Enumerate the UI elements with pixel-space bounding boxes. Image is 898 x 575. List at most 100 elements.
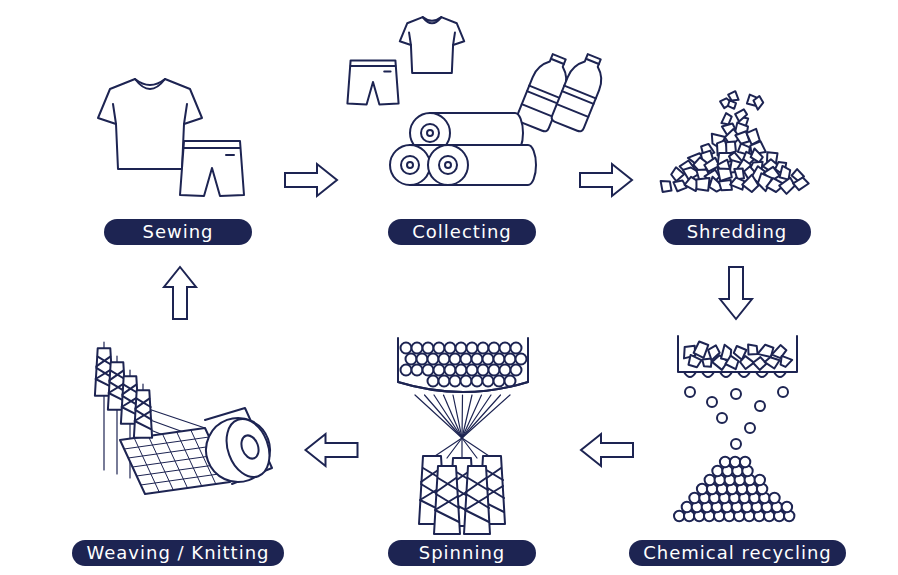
flake — [793, 178, 809, 191]
pellet — [401, 365, 412, 376]
filament — [461, 438, 462, 458]
sphere — [782, 502, 792, 512]
collecting-illustration — [347, 17, 610, 185]
pellet — [511, 343, 522, 354]
pellet — [406, 354, 417, 365]
flow-arrow — [720, 267, 752, 319]
flake — [765, 357, 780, 368]
pellet — [494, 354, 505, 365]
pellet — [467, 365, 478, 376]
flake — [780, 166, 791, 180]
flake — [779, 178, 795, 194]
process-step: Weaving / Knitting — [65, 332, 285, 568]
flake — [661, 181, 672, 192]
pellet — [412, 365, 423, 376]
pellet — [461, 354, 472, 365]
chemical-recycling-illustration — [674, 336, 797, 521]
sewing-illustration — [98, 79, 244, 196]
process-step: Shredding — [636, 106, 836, 254]
step-label: Weaving / Knitting — [72, 540, 284, 566]
flake — [781, 356, 793, 367]
pellet — [489, 365, 500, 376]
flake — [694, 342, 709, 358]
flow-arrow — [580, 164, 632, 196]
pellet — [450, 376, 461, 387]
sphere — [682, 502, 692, 512]
pellet — [456, 343, 467, 354]
flake — [702, 359, 712, 367]
pellet — [483, 354, 494, 365]
fabric-line — [141, 473, 226, 485]
pellet — [478, 343, 489, 354]
sphere — [705, 475, 715, 485]
pellet — [401, 343, 412, 354]
flake — [721, 113, 731, 124]
filament — [434, 395, 462, 438]
pellet — [461, 376, 472, 387]
sphere — [755, 475, 765, 485]
flake — [742, 175, 758, 192]
flake — [751, 149, 763, 163]
sphere — [689, 493, 699, 503]
flake — [696, 178, 709, 191]
pellet — [428, 354, 439, 365]
pellet — [439, 354, 450, 365]
flow-arrow — [581, 434, 633, 466]
step-label: Collecting — [388, 219, 536, 245]
flake — [718, 169, 732, 181]
sphere — [730, 457, 740, 467]
process-step: Sewing — [80, 106, 280, 254]
flow-arrow — [285, 164, 337, 196]
filament — [415, 395, 462, 438]
step-label: Sewing — [104, 219, 252, 245]
filament — [462, 395, 482, 438]
filament — [453, 395, 462, 438]
flake — [728, 100, 736, 109]
pellet — [445, 365, 456, 376]
sphere — [697, 484, 707, 494]
step-label: Spinning — [388, 540, 536, 566]
flake — [748, 345, 758, 355]
sphere — [769, 493, 779, 503]
pellet — [423, 343, 434, 354]
process-step: Spinning — [378, 332, 578, 568]
filament — [462, 395, 501, 438]
pellet — [505, 354, 516, 365]
flake — [740, 356, 754, 369]
pellet — [472, 354, 483, 365]
filament — [462, 395, 510, 438]
sphere — [674, 511, 684, 521]
pellet — [423, 365, 434, 376]
sphere — [712, 466, 722, 476]
process-step: Chemical recycling — [636, 332, 840, 568]
pellet — [511, 365, 522, 376]
pellet — [456, 365, 467, 376]
pellet — [412, 343, 423, 354]
pellet — [505, 376, 516, 387]
filament — [447, 438, 462, 458]
flow-arrow — [306, 434, 358, 466]
shredding-illustration — [661, 91, 809, 194]
flow-arrow — [164, 267, 196, 319]
bobbin — [134, 390, 152, 438]
pellet — [489, 343, 500, 354]
spinning-illustration — [398, 338, 528, 534]
flake — [754, 96, 764, 110]
sphere — [740, 457, 750, 467]
weaving-illustration — [95, 342, 279, 494]
sphere — [720, 457, 730, 467]
flake — [725, 356, 738, 370]
filament — [425, 395, 463, 438]
pellet — [467, 343, 478, 354]
filament — [444, 395, 463, 438]
pellet — [483, 376, 494, 387]
pellet — [494, 376, 505, 387]
step-label: Shredding — [663, 219, 811, 245]
pellet — [445, 343, 456, 354]
pellet — [439, 376, 450, 387]
bobbin — [134, 390, 152, 438]
pellet — [516, 354, 527, 365]
